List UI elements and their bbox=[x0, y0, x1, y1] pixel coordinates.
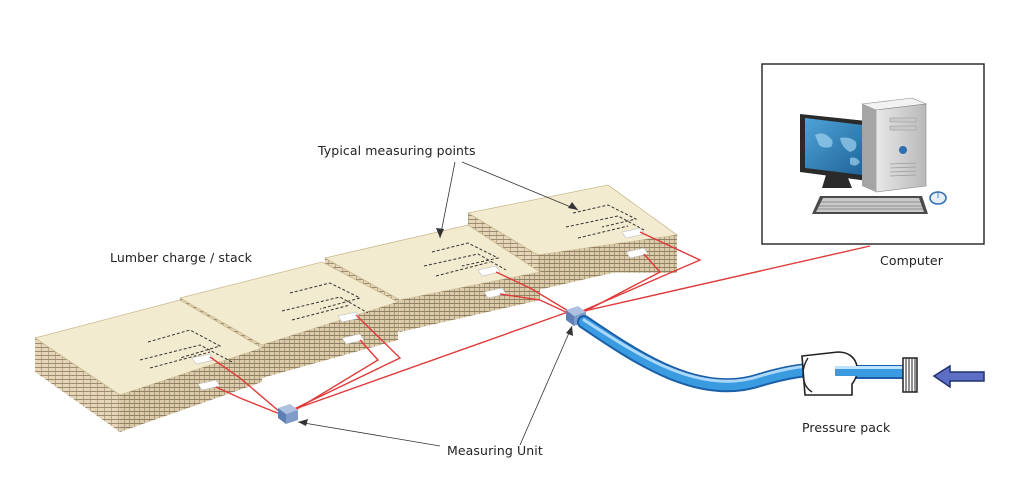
label-lumber-stack: Lumber charge / stack bbox=[110, 250, 253, 265]
leader-lines bbox=[297, 161, 579, 447]
computer-monitor-icon bbox=[800, 114, 876, 188]
measurement-wires bbox=[209, 231, 871, 415]
label-computer: Computer bbox=[880, 253, 943, 268]
measuring-unit-left bbox=[278, 404, 298, 424]
leader-arrowheads bbox=[298, 202, 578, 426]
sensor-pads bbox=[191, 227, 649, 391]
fan-icon bbox=[801, 351, 905, 396]
measuring-probes bbox=[139, 204, 645, 369]
mouse-icon bbox=[929, 191, 947, 205]
label-pressure-pack: Pressure pack bbox=[802, 420, 891, 435]
arrow-right-icon bbox=[932, 364, 985, 389]
label-measuring-points: Typical measuring points bbox=[318, 143, 476, 158]
computer-tower-icon bbox=[860, 97, 928, 193]
keyboard-icon bbox=[812, 196, 928, 214]
filter-intake bbox=[902, 357, 918, 393]
label-measuring-unit: Measuring Unit bbox=[447, 443, 543, 458]
